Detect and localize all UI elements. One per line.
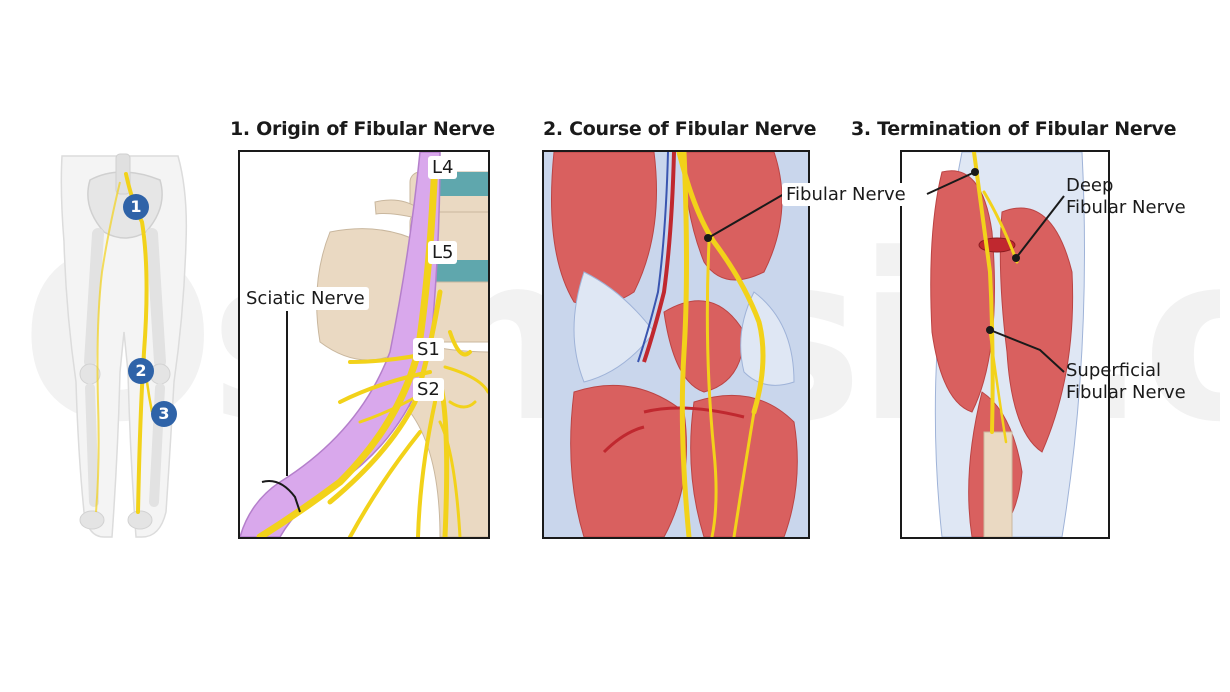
panel-2-title: 2. Course of Fibular Nerve bbox=[543, 118, 817, 140]
label-superficial-fibular-line2: Fibular Nerve bbox=[1066, 382, 1186, 403]
panel-1-title: 1. Origin of Fibular Nerve bbox=[230, 118, 495, 140]
label-s1: S1 bbox=[413, 338, 444, 361]
label-deep-fibular-line2: Fibular Nerve bbox=[1066, 197, 1186, 218]
label-deep-fibular-line1: Deep bbox=[1066, 175, 1114, 196]
panel-1-origin bbox=[238, 150, 490, 539]
label-sciatic-nerve: Sciatic Nerve bbox=[242, 287, 369, 310]
panel-3-termination bbox=[900, 150, 1110, 539]
label-l5: L5 bbox=[428, 241, 458, 264]
overview-marker-2: 2 bbox=[128, 358, 154, 384]
label-fibular-nerve: Fibular Nerve bbox=[782, 183, 910, 206]
overview-marker-3: 3 bbox=[151, 401, 177, 427]
label-s2: S2 bbox=[413, 378, 444, 401]
popliteal-region-illustration bbox=[544, 152, 808, 537]
lumbosacral-plexus-illustration bbox=[240, 152, 488, 537]
overview-marker-1: 1 bbox=[123, 194, 149, 220]
label-l4: L4 bbox=[428, 156, 458, 179]
label-superficial-fibular-line1: Superficial bbox=[1066, 360, 1162, 381]
panel-3-title: 3. Termination of Fibular Nerve bbox=[851, 118, 1177, 140]
panel-2-course bbox=[542, 150, 810, 539]
